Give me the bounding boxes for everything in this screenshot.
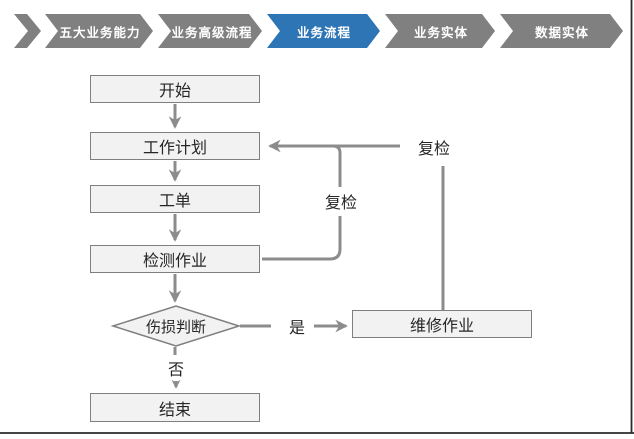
nav-leading-chevron-icon: [14, 14, 41, 48]
nav-tab-high-level-process[interactable]: [158, 14, 262, 48]
edge-recheck-inner-upper: [332, 144, 342, 187]
edge-label-no: 否: [165, 358, 187, 379]
node-start[interactable]: 开始: [90, 75, 260, 103]
edge-label-yes: 是: [286, 316, 308, 337]
node-work-plan[interactable]: 工作计划: [90, 132, 260, 160]
node-repair-job[interactable]: 维修作业: [352, 310, 532, 338]
nav-tab-business-process[interactable]: [267, 14, 380, 48]
node-damage-decision-shape[interactable]: [110, 305, 242, 347]
edge-label-recheck-inner: 复检: [322, 191, 360, 212]
nav-tab-data-entity[interactable]: [500, 14, 623, 48]
node-inspection-job[interactable]: 检测作业: [90, 245, 260, 273]
edge-recheck-inner-lower: [262, 216, 342, 261]
nav-tab-five-capabilities[interactable]: [45, 14, 153, 48]
node-damage-decision-label: 伤损判断: [145, 318, 206, 336]
edge-label-recheck-outer: 复检: [413, 137, 455, 158]
node-work-order[interactable]: 工单: [90, 185, 260, 213]
nav-tab-business-entity[interactable]: [385, 14, 495, 48]
node-end[interactable]: 结束: [90, 393, 260, 422]
